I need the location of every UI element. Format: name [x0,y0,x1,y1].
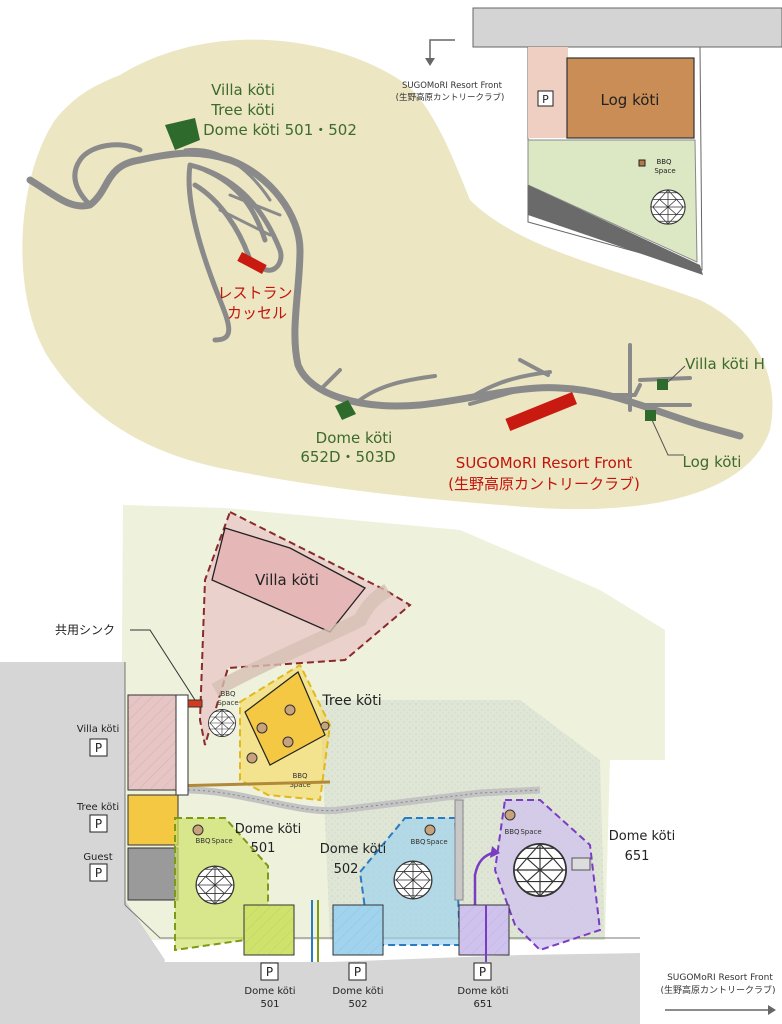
bottom-road [120,950,640,1024]
bottom-parking-501-label-2: 501 [260,999,279,1010]
dome-501-icon [195,865,235,905]
side-parking-guest-label: Guest [83,852,112,863]
overview-map: Villa köti Tree köti Dome köti 501・502 D… [22,39,773,510]
villa-h-label: Villa köti H [685,355,765,373]
dome-651-icon [513,843,567,897]
log-front-label-2: (生野高原カントリークラブ) [396,92,505,103]
dome-501-label-2: 501 [251,841,276,856]
upper-spur [183,147,282,237]
sink-leader [130,629,196,701]
side-parking-tree-p: P [95,817,102,831]
bottom-parking-502-label-2: 502 [348,999,367,1010]
side-parking-guest-sign [89,863,108,882]
bottom-parking-501-p: P [266,965,273,979]
dome-651-bbq-1: BBQ [504,828,520,836]
dome-501-bbq-2: Space [211,837,232,845]
side-parking-guest-p: P [95,866,102,880]
boardwalk [187,786,541,815]
common-sink[interactable] [187,699,203,708]
log-koti-label: Log köti [601,91,660,109]
bottom-parking-651-p: P [479,965,486,979]
dome-502-label-2: 502 [334,862,359,877]
bottom-parking-501-sign [260,962,279,981]
branch-road [72,142,143,208]
site-label-dome: Dome köti 501・502 [203,121,357,139]
site-log-marker[interactable] [645,410,656,421]
log-bbq-label-1: BBQ [656,158,672,166]
bottom-parking-651-label-1: Dome köti [457,986,508,997]
villa-dome-icon [208,709,236,737]
villa-bbq-label-2: Space [217,699,238,707]
log-parking-p: P [542,93,549,106]
log-inset: Log köti P BBQ Space SUGOMoRI Resort Fro… [396,7,782,275]
restaurant-label-1: レストラン [217,284,292,302]
dome-502-label-1: Dome köti [320,842,387,857]
site-label-villa: Villa köti [211,81,275,99]
restaurant-label-2: カッセル [227,304,287,322]
log-front-arrow [429,39,455,62]
road-network [26,142,744,440]
dome-651-label-2: 651 [625,849,650,864]
bottom-parking-651-sign [473,962,492,981]
dome-502-icon [393,860,433,900]
dome-501-label-1: Dome köti [235,822,302,837]
detail-front-label-2: (生野高原カントリークラブ) [660,984,775,996]
sink-label: 共用シンク [55,623,115,637]
log-front-label-1: SUGOMoRI Resort Front [402,81,503,91]
dome-502-bbq-1: BBQ [410,838,426,846]
site-dome-652d-marker[interactable] [335,400,356,420]
mid-spur [318,368,437,402]
villa-path [211,584,392,697]
dome-651-bbq-2: Space [520,828,541,836]
log-dome-icon [650,189,686,225]
dome-lower-label-2: 652D・503D [300,448,395,466]
bottom-parking-502-sign [348,962,367,981]
tree-koti-label: Tree köti [321,693,381,709]
dome-501-bbq-1: BBQ [195,837,211,845]
east-spurs [468,343,692,412]
site-villa-h-marker[interactable] [657,379,668,390]
bottom-parking-501-label-1: Dome köti [244,986,295,997]
side-parking-villa-sign [89,738,108,757]
villa-h-leader [667,365,686,383]
dome-lower-label-1: Dome köti [316,429,393,447]
detail-front-label-1: SUGOMoRI Resort Front [667,973,773,983]
detail-map: Villa köti Tree köti BBQ Space BBQ Space… [0,505,776,1024]
bottom-parking-651-label-2: 651 [473,999,492,1010]
tree-bbq-label-2: Space [289,781,310,789]
log-bbq-marker [638,159,646,167]
side-parking-villa-label: Villa köti [77,724,120,735]
loop-road [186,162,284,343]
side-parking-villa-p: P [95,741,102,755]
tree-koti-deck[interactable] [244,671,326,766]
bottom-parking-502-label-1: Dome köti [332,986,383,997]
log-label: Log köti [683,453,742,471]
front-label-1: SUGOMoRI Resort Front [456,454,633,472]
side-parking-tree-label: Tree köti [76,802,119,813]
dome-651-label-1: Dome köti [609,829,676,844]
tree-bbq-label-1: BBQ [292,772,308,780]
log-parking-sign [537,90,554,107]
bottom-parking-502-p: P [354,965,361,979]
log-leader [651,419,684,456]
guest-parking-lot[interactable] [127,847,179,901]
villa-koti-building[interactable] [211,527,366,633]
villa-koti-label: Villa köti [255,571,319,589]
front-label-2: (生野高原カントリークラブ) [448,475,640,493]
tree-parking-lot[interactable] [127,794,179,846]
site-villa-marker[interactable] [165,118,200,150]
site-label-tree: Tree köti [210,101,274,119]
left-road [0,662,165,1024]
log-bbq-label-2: Space [654,167,675,175]
side-parking-tree-sign [89,814,108,833]
restaurant-marker[interactable] [237,252,267,274]
main-road [26,149,744,440]
villa-bbq-label-1: BBQ [220,690,236,698]
log-koti-building[interactable] [566,57,695,139]
dome-502-bbq-2: Space [426,838,447,846]
front-marker[interactable] [505,391,578,431]
